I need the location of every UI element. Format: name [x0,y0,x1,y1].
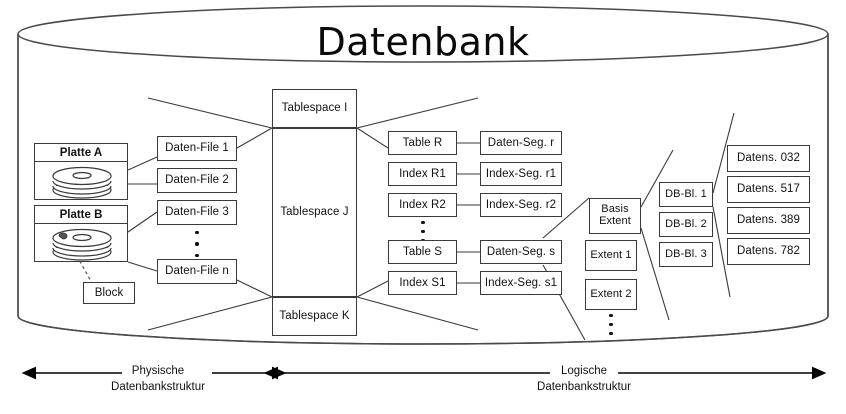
disk-platter-icon [52,228,112,261]
tablespace-j[interactable]: Tablespace J [272,128,357,297]
block-callout[interactable]: Block [83,282,135,304]
object-index-r2[interactable]: Index R2 [388,193,457,217]
object-table-s[interactable]: Table S [388,240,457,264]
db-block-3[interactable]: DB-Bl. 3 [659,242,713,267]
tablespace-k[interactable]: Tablespace K [272,297,357,336]
axis-label-logical-line1: Logische [560,365,608,377]
data-file-1[interactable]: Daten-File 1 [157,136,237,161]
disk-platte-a-label: Platte A [35,144,127,162]
segment-index-seg-s1[interactable]: Index-Seg. s1 [480,271,562,295]
data-file-2[interactable]: Daten-File 2 [157,168,237,193]
data-files-ellipsis [193,231,201,257]
disk-platte-b-label: Platte B [35,206,127,224]
axis-label-logical: Logische Datenbankstruktur [524,364,644,395]
objects-ellipsis [419,221,427,242]
db-block-1[interactable]: DB-Bl. 1 [659,182,713,207]
data-file-n[interactable]: Daten-File n [157,259,237,284]
extent-basis-line1: Basis Extent [599,203,631,227]
axis-label-physical: Physische Datenbankstruktur [98,364,218,395]
object-table-r[interactable]: Table R [388,131,457,155]
extents-ellipsis [607,314,615,335]
axis-label-physical-line1: Physische [131,365,185,377]
disk-platte-a[interactable]: Platte A [34,143,128,200]
object-to-segment-lines [457,142,480,284]
disk-to-datafile-lines [127,156,158,272]
extent-2[interactable]: Extent 2 [585,279,637,310]
segment-index-seg-r1[interactable]: Index-Seg. r1 [480,162,562,186]
diagram-title: Datenbank [316,20,530,64]
segment-index-seg-r2[interactable]: Index-Seg. r2 [480,193,562,217]
axis-label-physical-line2: Datenbankstruktur [111,380,205,393]
segment-to-extent-lines [542,197,590,341]
object-index-s1[interactable]: Index S1 [388,271,457,295]
extent-1[interactable]: Extent 1 [585,240,637,271]
data-file-3[interactable]: Daten-File 3 [157,200,237,225]
extent-basis[interactable]: Basis Extent [589,198,641,234]
segment-daten-seg-s[interactable]: Daten-Seg. s [480,240,562,264]
disk-platte-b[interactable]: Platte B [34,205,128,262]
segment-daten-seg-r[interactable]: Daten-Seg. r [480,131,562,155]
record-032[interactable]: Datens. 032 [727,145,810,172]
object-index-r1[interactable]: Index R1 [388,162,457,186]
disk-platte-b-body [35,224,127,262]
record-782[interactable]: Datens. 782 [727,238,810,265]
disk-platte-a-body [35,162,127,200]
db-block-2[interactable]: DB-Bl. 2 [659,212,713,237]
dbblock-to-record-lines [712,112,735,298]
tablespace-i[interactable]: Tablespace I [272,89,357,128]
axis-label-logical-line2: Datenbankstruktur [537,380,631,393]
disk-platter-icon [52,166,112,199]
record-517[interactable]: Datens. 517 [727,176,810,203]
record-389[interactable]: Datens. 389 [727,207,810,234]
